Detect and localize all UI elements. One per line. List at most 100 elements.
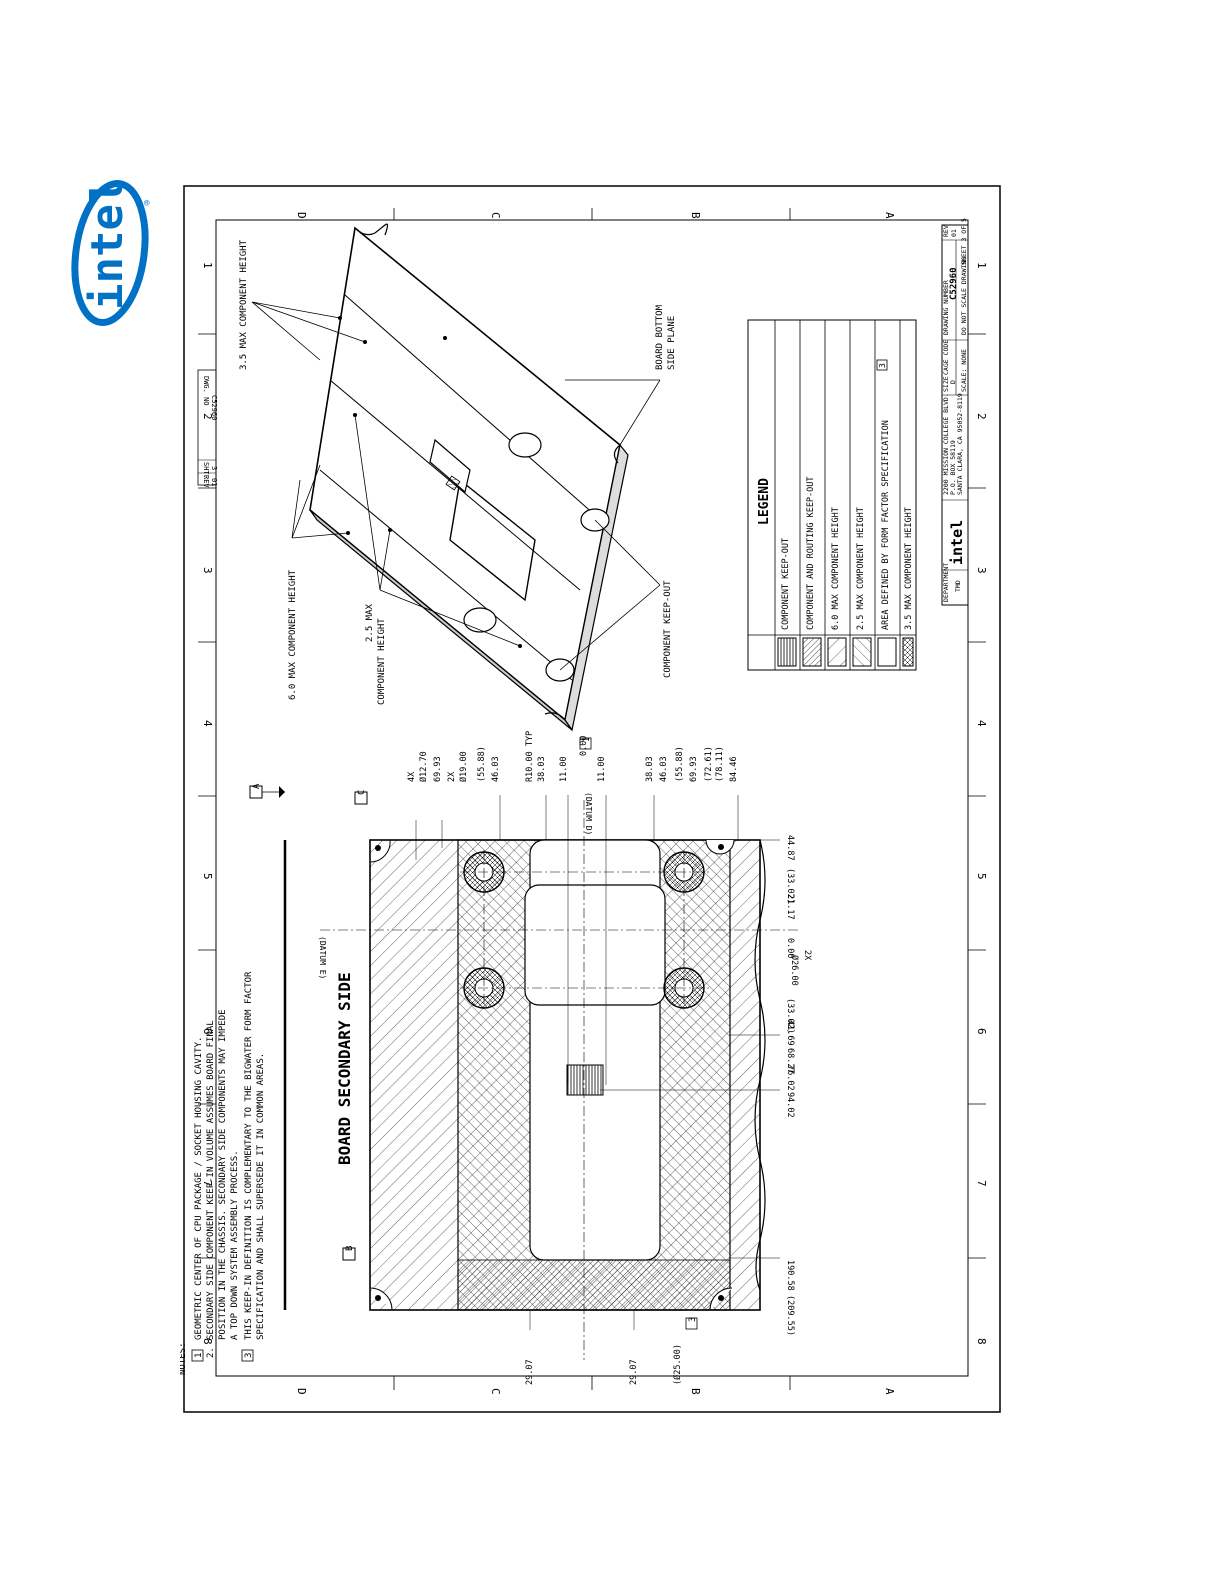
- drawing-label: 2.5 MAX COMPONENT HEIGHT: [856, 507, 866, 630]
- drawing-label: SANTA CLARA, CA 95052-8119: [956, 393, 964, 495]
- drawing-label: 4: [975, 720, 988, 727]
- drawing-label: 69.93: [689, 756, 699, 782]
- drawing-label: 2X: [447, 771, 457, 782]
- drawing-label: DO NOT SCALE DRAWING: [960, 257, 968, 335]
- board-plan-view: BOARD SECONDARY SIDE: [249, 731, 812, 1385]
- drawing-label: intel: [948, 520, 966, 565]
- drawing-label: DEPARTMENT: [942, 563, 950, 602]
- drawing-label: 3.5 MAX COMPONENT HEIGHT: [239, 239, 249, 370]
- drawing-label: 29.07: [525, 1359, 535, 1385]
- drawing-label: 4X: [407, 771, 417, 782]
- drawing-label: C: [489, 212, 502, 219]
- corner-block: DWG. NO C52960 SHT. 3 REV 01: [197, 369, 218, 488]
- drawing-label: DRAWING NUMBER: [942, 280, 950, 335]
- drawing-label: SHEET 3 OF 5: [960, 218, 968, 265]
- drawing-label: 3: [244, 1353, 254, 1358]
- drawing-label: COMPONENT KEEP-OUT: [781, 538, 791, 630]
- legend: LEGEND COMPONENT KEEP-OUT COMPONENT AND …: [747, 319, 917, 671]
- drawing-label: 6: [201, 1028, 214, 1035]
- drawing-label: COMPONENT AND ROUTING KEEP-OUT: [806, 476, 816, 630]
- drawing-label: 1: [975, 262, 988, 269]
- drawing-label: P.O. BOX 58119: [949, 440, 957, 495]
- drawing-label: SECONDARY SIDE COMPONENT KEEP-IN VOLUME …: [206, 1020, 216, 1340]
- legend-swatch-ff: [877, 637, 897, 667]
- datum-d-label: (DATUM D): [584, 792, 593, 835]
- drawing-label: 3: [975, 567, 988, 574]
- drawing-label: 38.03: [537, 756, 547, 782]
- legend-swatch-25: [852, 637, 872, 667]
- drawing-label: A TOP DOWN SYSTEM ASSEMBLY PROCESS.: [230, 1150, 240, 1340]
- sheet-outer-border: [183, 185, 1001, 1413]
- drawing-label: (55.88): [477, 746, 487, 782]
- drawing-label: 76.02: [785, 1065, 795, 1091]
- drawing-label: Ø26.00: [789, 955, 800, 986]
- drawing-label: (33.02): [785, 868, 795, 904]
- drawing-label: 6.0 MAX COMPONENT HEIGHT: [288, 569, 298, 700]
- drawing-label: TMD: [954, 580, 962, 592]
- drawing-label: 46.03: [491, 756, 501, 782]
- dims-left: 4X Ø12.70 69.93 2X Ø19.00 (55.88) 46.03 …: [407, 731, 739, 782]
- drawing-label: SCALE: NONE: [960, 349, 968, 392]
- notes: NOTES: 1 GEOMETRIC CENTER OF CPU PACKAGE…: [180, 971, 266, 1375]
- drawing-label: 94.02: [785, 1092, 795, 1118]
- drawing-label: (55.88): [675, 746, 685, 782]
- view-title: BOARD SECONDARY SIDE: [335, 972, 354, 1165]
- drawing-label: 3.5 MAX COMPONENT HEIGHT: [904, 507, 914, 630]
- drawing-label: COMPONENT HEIGHT: [377, 618, 387, 705]
- engineering-drawing-sheet: D C B A D C B A 8 7 6 5 4 3 2 1 8 7 6 5 …: [180, 185, 1001, 1413]
- drawing-label: 11.00: [559, 756, 569, 782]
- drawing-label: SIZE: [942, 376, 950, 392]
- drawing-label: 69.93: [433, 756, 443, 782]
- drawing-label: POSITION IN THE CHASSIS. SECONDARY SIDE …: [218, 1009, 228, 1340]
- drawing-label: (Ø25.00): [672, 1344, 683, 1385]
- drawing-label: B: [689, 1388, 702, 1395]
- drawing-label: REV: [202, 475, 210, 488]
- legend-swatch-60: [827, 637, 847, 667]
- legend-swatch-routing: [802, 637, 822, 667]
- drawing-label: 6.0 MAX COMPONENT HEIGHT: [831, 507, 841, 630]
- drawing-label: R10.00 TYP: [525, 731, 535, 782]
- drawing-label: THIS KEEP-IN DEFINITION IS COMPLEMENTARY…: [244, 971, 254, 1340]
- drawing-label: 44.87: [785, 835, 795, 861]
- drawing-label: C52960: [949, 267, 959, 300]
- drawing-label: 01: [950, 229, 958, 237]
- intel-logo: intel ®: [71, 178, 150, 326]
- drawing-label: AREA DEFINED BY FORM FACTOR SPECIFICATIO…: [881, 420, 891, 630]
- drawing-label: 2: [975, 413, 988, 420]
- zone-numbers: 8 7 6 5 4 3 2 1 8 7 6 5 4 3 2 1: [201, 262, 988, 1345]
- legend-swatch-35: [902, 637, 914, 667]
- datum-a-label: A: [252, 783, 262, 789]
- drawing-label: Ø19.00: [458, 751, 469, 782]
- drawing-label: 2.: [206, 1347, 216, 1358]
- drawing-label: 68.27: [785, 1048, 795, 1074]
- drawing-label: 0.00: [785, 938, 795, 958]
- isometric-board-view: 3.5 MAX COMPONENT HEIGHT 6.0 MAX COMPONE…: [239, 223, 677, 732]
- drawing-label: 5: [975, 873, 988, 880]
- drawing-label: 1: [201, 262, 214, 269]
- logo-registered-mark: ®: [144, 199, 150, 209]
- drawing-label: 2X: [802, 950, 812, 961]
- logo-text: intel: [82, 178, 133, 310]
- drawing-label: 8: [975, 1338, 988, 1345]
- drawing-label: 01: [210, 478, 218, 486]
- title-block: DEPARTMENT TMD intel 2200 MISSION COLLEG…: [941, 218, 969, 606]
- dims-top: 29.07 29.07 (Ø25.00) 3: [525, 1317, 698, 1385]
- drawing-label: Ø12.70: [418, 751, 429, 782]
- drawing-label: 21.17: [785, 894, 795, 920]
- drawing-label: 29.07: [629, 1359, 639, 1385]
- drawing-label: 11.00: [597, 756, 607, 782]
- zone-ticks: [198, 208, 986, 1390]
- drawing-label: A: [883, 212, 896, 219]
- zone-letters-left: D C B A D C B A: [295, 212, 896, 1395]
- drawing-label: NOTES:: [180, 1342, 188, 1375]
- legend-title: LEGEND: [757, 478, 772, 525]
- drawing-label: BOARD BOTTOM: [655, 304, 665, 370]
- dims-bottom: 44.87 (33.02) 21.17 0.00 2X Ø26.00 (33.0…: [785, 835, 812, 1336]
- drawing-label: 3: [210, 466, 218, 470]
- drawing-label: 41.69: [785, 1020, 795, 1046]
- drawing-label: CAGE CODE: [942, 340, 950, 375]
- drawing-label: 46.03: [659, 756, 669, 782]
- drawing-label: (78.11): [715, 746, 725, 782]
- drawing-label: GEOMETRIC CENTER OF CPU PACKAGE / SOCKET…: [194, 1037, 204, 1340]
- drawing-label: 1: [194, 1353, 204, 1358]
